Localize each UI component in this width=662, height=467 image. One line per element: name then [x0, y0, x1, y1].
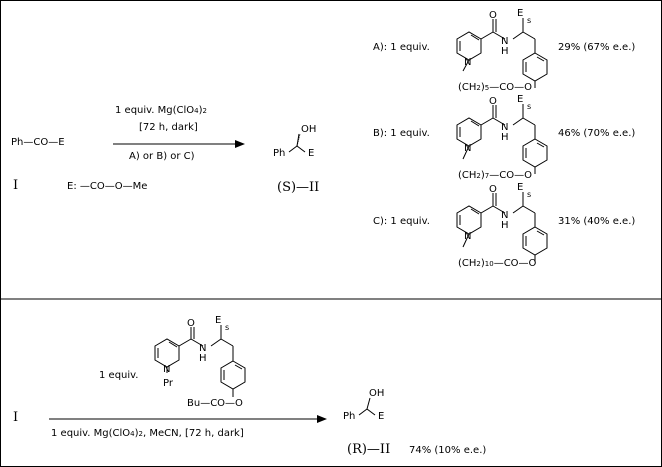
reagent-b-structure — [456, 104, 548, 174]
reagent-b-result: 46% (70% e.e.) — [558, 128, 636, 139]
reagent-a-e: E — [517, 8, 524, 19]
scheme2-stereo: s — [225, 323, 230, 332]
condition-options: A) or B) or C) — [129, 151, 195, 162]
product-s-ii-id: (S)—II — [277, 180, 320, 195]
reagent-b-chain: (CH2)7—CO—O — [458, 170, 532, 181]
reagent-b-label: B): 1 equiv. — [373, 128, 430, 139]
product-r-ii-structure — [358, 397, 376, 416]
scheme2-product-ph: Ph — [343, 411, 356, 422]
product-e-label: E — [308, 148, 315, 159]
product-s-ii-structure — [288, 133, 306, 153]
scheme2-reactant-id: I — [13, 410, 19, 425]
reagent-b-e: E — [517, 94, 524, 105]
scheme2-reagent-amount: 1 equiv. — [99, 370, 139, 381]
reactant-id: I — [13, 178, 19, 193]
reagent-b-ring-n: N — [464, 143, 472, 154]
reagent-c-result: 31% (40% e.e.) — [558, 216, 636, 227]
scheme2-product-id: (R)—II — [347, 442, 391, 457]
condition-time: [72 h, dark] — [139, 122, 198, 133]
scheme2-product-oh: OH — [369, 388, 385, 399]
reagent-bu-structure — [154, 325, 246, 397]
reagent-a-structure — [456, 18, 548, 88]
reagent-c-carbonyl-o: O — [489, 184, 497, 195]
reagent-c-chain: (CH2)10—CO—O — [458, 258, 537, 269]
reactant-formula: Ph—CO—E — [11, 137, 65, 148]
scheme2-result: 74% (10% e.e.) — [409, 445, 487, 456]
reagent-a-label: A): 1 equiv. — [373, 42, 430, 53]
scheme2-conditions: 1 equiv. Mg(ClO4)2, MeCN, [72 h, dark] — [51, 428, 244, 439]
reagent-b-carbonyl-o: O — [489, 96, 497, 107]
reagent-a-chain: (CH2)5—CO—O — [458, 82, 532, 93]
reagent-c-stereo: s — [527, 190, 532, 199]
scheme2-e: E — [215, 315, 222, 326]
reagent-a-carbonyl-o: O — [489, 10, 497, 21]
e-definition: E: —CO—O—Me — [67, 181, 148, 192]
scheme2-ring-n: N — [163, 364, 171, 375]
reagent-a-stereo: s — [527, 16, 532, 25]
scheme2-carbonyl-o: O — [187, 318, 195, 329]
reaction-arrow-2 — [49, 415, 327, 423]
reagent-c-e: E — [517, 182, 524, 193]
reagent-a-ring-n: N — [464, 57, 472, 68]
product-ph-label: Ph — [273, 148, 286, 159]
scheme2-n-substituent: Pr — [163, 378, 173, 389]
reagent-c-label: C): 1 equiv. — [373, 216, 430, 227]
scheme2-product-e: E — [378, 411, 385, 422]
reagent-a-result: 29% (67% e.e.) — [558, 42, 636, 53]
condition-reagent: 1 equiv. Mg(ClO4)2 — [115, 105, 208, 116]
reagent-c-structure — [456, 192, 548, 262]
scheme2-bu-chain: Bu—CO—O — [187, 398, 243, 409]
product-oh-label: OH — [301, 124, 317, 135]
reagent-b-stereo: s — [527, 102, 532, 111]
reaction-arrow-1 — [113, 140, 245, 148]
reagent-c-ring-n: N — [464, 231, 472, 242]
